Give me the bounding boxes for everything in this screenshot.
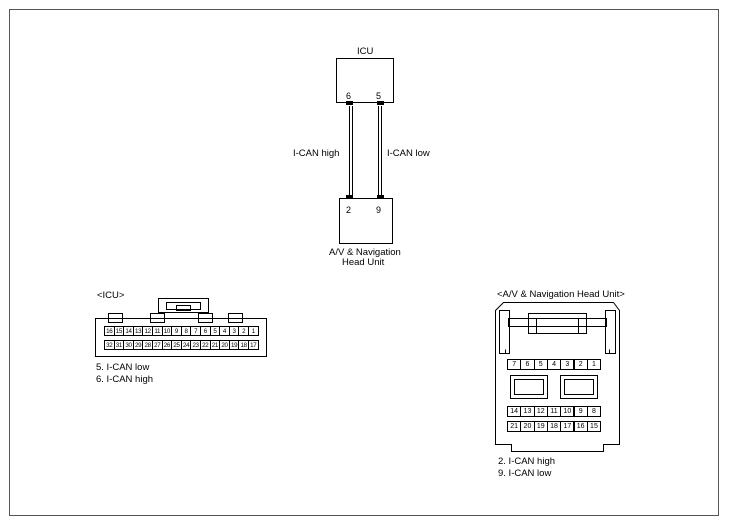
- head-pin-cell: 15: [586, 421, 602, 432]
- head-pin-cell: 14: [507, 406, 522, 417]
- icu-pin-6-terminal: [346, 101, 353, 105]
- icu-legend-1: 5. I-CAN low: [96, 362, 150, 373]
- icu-connector-title: <ICU>: [97, 290, 125, 301]
- icu-pin-cell: 17: [248, 340, 259, 350]
- head-connector-title: <A/V & Navigation Head Unit>: [497, 289, 625, 300]
- head-pin-cell: 10: [560, 406, 575, 417]
- head-pin-cell: 12: [533, 406, 548, 417]
- icu-pin-5: 5: [376, 91, 382, 101]
- head-unit-block: [339, 198, 393, 244]
- head-pin-9-terminal: [377, 195, 384, 199]
- head-pin-cell: 8: [586, 406, 602, 417]
- head-pin-cell: 17: [560, 421, 575, 432]
- head-pin-cell: 2: [573, 359, 588, 370]
- head-pin-cell: 9: [573, 406, 588, 417]
- head-pin-cell: 21: [507, 421, 522, 432]
- head-legend-2: 9. I-CAN low: [498, 468, 552, 479]
- head-pin-9: 9: [376, 205, 382, 215]
- head-pin-cell: 1: [586, 359, 602, 370]
- head-pin-2-terminal: [346, 195, 353, 199]
- icu-pin-cell: 1: [248, 326, 259, 336]
- head-legend-1: 2. I-CAN high: [498, 456, 556, 467]
- head-pin-cell: 3: [560, 359, 575, 370]
- head-pin-cell: 16: [573, 421, 588, 432]
- wire-label-high: I-CAN high: [293, 148, 340, 159]
- head-pin-cell: 7: [507, 359, 522, 370]
- head-pin-cell: 11: [546, 406, 562, 417]
- icu-block: [336, 58, 394, 103]
- head-pin-cell: 20: [520, 421, 535, 432]
- head-unit-title-1: A/V & Navigation: [329, 247, 401, 258]
- icu-title: ICU: [357, 46, 374, 57]
- head-pin-cell: 6: [520, 359, 535, 370]
- head-pin-cell: 18: [546, 421, 562, 432]
- diagram-frame: [9, 9, 719, 516]
- head-pin-cell: 4: [546, 359, 562, 370]
- head-unit-title-2: Head Unit: [342, 257, 385, 268]
- head-pin-cell: 19: [533, 421, 548, 432]
- icu-legend-2: 6. I-CAN high: [96, 374, 154, 385]
- icu-pin-6: 6: [346, 91, 352, 101]
- head-pin-cell: 5: [533, 359, 548, 370]
- head-pin-cell: 13: [520, 406, 535, 417]
- head-pin-2: 2: [346, 205, 352, 215]
- icu-pin-5-terminal: [377, 101, 384, 105]
- wire-label-low: I-CAN low: [387, 148, 430, 159]
